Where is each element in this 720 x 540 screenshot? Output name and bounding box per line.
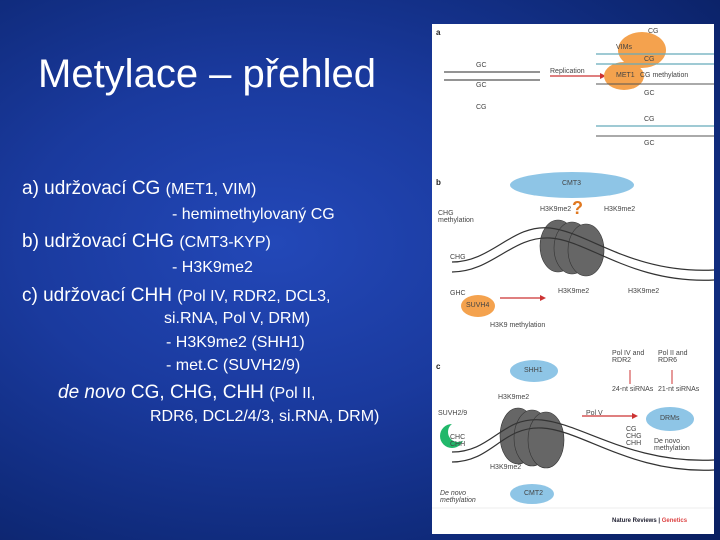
panel-label-a: a: [436, 28, 441, 37]
label-ghc: GHC: [450, 290, 466, 297]
label-gc-2: GC: [476, 82, 487, 89]
label-cg-methylation: CG methylation: [640, 72, 689, 79]
slide-title: Metylace – přehled: [38, 52, 376, 96]
item-c-sub1: - H3K9me2 (SHH1): [166, 334, 305, 351]
panel-label-c: c: [436, 362, 441, 371]
item-denovo-italic: de novo: [58, 382, 126, 403]
item-c-detail: (Pol IV, RDR2, DCL3,: [177, 288, 331, 305]
item-c-sub2: - met.C (SUVH2/9): [166, 357, 301, 374]
question-mark: ?: [572, 198, 583, 218]
label-h3k9me2-c1: H3K9me2: [498, 394, 530, 401]
label-h3k9me2-b4: H3K9me2: [628, 288, 660, 295]
methylation-figure: a b c CG VIMs GC CG MET1 Replication CG …: [432, 24, 714, 534]
figure-drawing: [432, 32, 714, 509]
item-denovo-detail: (Pol II,: [269, 385, 316, 402]
label-de-novo-methylation-2: De novo methylation: [440, 490, 476, 504]
label-cmt3: CMT3: [562, 180, 582, 187]
item-b: b) udržovací CHG (CMT3-KYP): [22, 231, 271, 253]
label-cg-1: CG: [648, 28, 659, 35]
item-a-text: a) udržovací CG: [22, 178, 166, 199]
label-met1: MET1: [616, 72, 635, 79]
item-denovo: de novo CG, CHG, CHH (Pol II,: [58, 382, 315, 404]
label-suvh29: SUVH2/9: [438, 410, 468, 417]
label-chg-methylation: CHG methylation: [438, 210, 474, 224]
credit-journal: Nature Reviews: [612, 518, 657, 524]
item-c: c) udržovací CHH (Pol IV, RDR2, DCL3,: [22, 285, 330, 307]
label-suvh4: SUVH4: [466, 302, 490, 309]
label-h3k9me2-b2: H3K9me2: [604, 206, 636, 213]
label-cg-3: CG: [476, 104, 487, 111]
label-h3k9me2-b3: H3K9me2: [558, 288, 590, 295]
figure-credit: Nature Reviews | Genetics: [612, 518, 688, 524]
item-b-sub: - H3K9me2: [172, 259, 253, 276]
label-pol-v: Pol V: [586, 410, 603, 417]
label-chc-chh: CHC CHH: [450, 434, 466, 448]
item-c-text: c) udržovací CHH: [22, 285, 178, 306]
label-shh1: SHH1: [524, 367, 543, 374]
label-cmt2: CMT2: [524, 490, 544, 497]
item-denovo-text: CG, CHG, CHH: [125, 382, 270, 403]
label-de-novo-methylation: De novo methylation: [654, 438, 690, 452]
item-denovo-line2: RDR6, DCL2/4/3, si.RNA, DRM): [150, 408, 380, 425]
label-sirna-21: 21-nt siRNAs: [658, 386, 700, 393]
item-c-line2: si.RNA, Pol V, DRM): [164, 310, 311, 327]
item-a-detail: (MET1, VIM): [165, 181, 257, 198]
label-pol-ii-rdr6: Pol II and RDR6: [658, 350, 688, 364]
label-drms: DRMs: [660, 415, 680, 422]
label-cg-4: CG: [644, 116, 655, 123]
label-chg: CHG: [450, 254, 466, 261]
label-sirna-24: 24-nt siRNAs: [612, 386, 654, 393]
label-h3k9me2-b1: H3K9me2: [540, 206, 572, 213]
item-a: a) udržovací CG (MET1, VIM): [22, 178, 256, 200]
label-gc-3: GC: [644, 90, 655, 97]
item-b-detail: (CMT3-KYP): [179, 234, 271, 251]
label-pol-iv-rdr2: Pol IV and RDR2: [612, 350, 645, 364]
label-gc-1: GC: [476, 62, 487, 69]
label-h3k9-methylation: H3K9 methylation: [490, 322, 546, 329]
label-gc-4: GC: [644, 140, 655, 147]
label-h3k9me2-c2: H3K9me2: [490, 464, 522, 471]
label-cg-chg-chh: CG CHG CHH: [626, 426, 642, 447]
label-vims: VIMs: [616, 44, 632, 51]
item-a-sub: - hemimethylovaný CG: [172, 206, 335, 223]
item-b-text: b) udržovací CHG: [22, 231, 180, 252]
panel-label-b: b: [436, 178, 441, 187]
credit-section: Genetics: [661, 518, 688, 524]
label-replication: Replication: [550, 68, 585, 75]
label-cg-2: CG: [644, 56, 655, 63]
